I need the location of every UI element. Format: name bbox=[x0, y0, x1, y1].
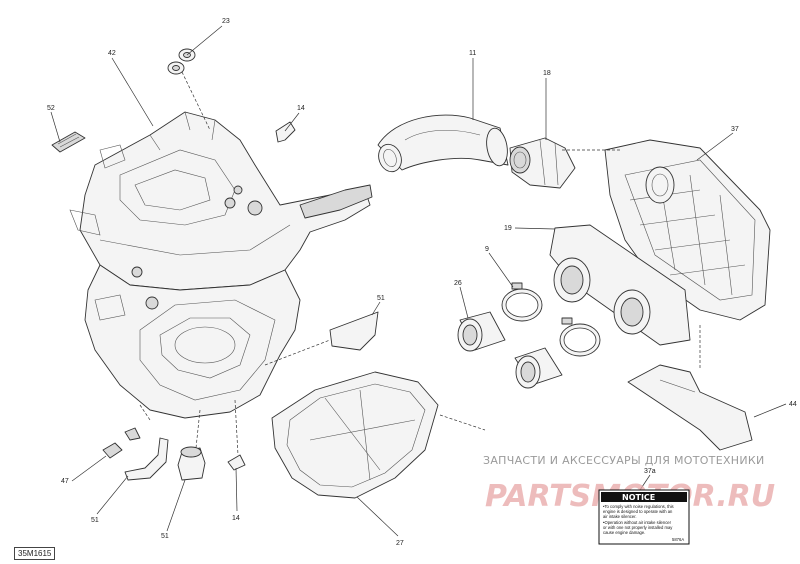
notice-line-1: •To comply with noise regulations, this bbox=[603, 504, 674, 509]
notice-line-6: cause engine damage. bbox=[603, 530, 645, 535]
hose-clamp-part-9 bbox=[501, 282, 601, 357]
callout-51-lower-mid: 51 bbox=[161, 533, 169, 540]
notice-label-part-37a: NOTICE •To comply with noise regulations… bbox=[598, 489, 690, 545]
watermark-caption: ЗАПЧАСТИ И АКСЕССУАРЫ ДЛЯ МОТОТЕХНИКИ bbox=[483, 454, 765, 467]
notice-part-number: 5876A bbox=[672, 537, 684, 542]
callout-51-lower-left: 51 bbox=[91, 517, 99, 524]
diagram-reference-code: 35M1615 bbox=[14, 547, 56, 560]
callout-42: 42 bbox=[108, 50, 116, 57]
pad-part-47 bbox=[102, 442, 123, 459]
strap-part-44 bbox=[627, 364, 753, 451]
bracket-part-14-lower bbox=[227, 454, 246, 471]
callout-14-upper: 14 bbox=[297, 105, 305, 112]
bracket-part-51-lower bbox=[124, 437, 169, 481]
callout-26: 26 bbox=[454, 280, 462, 287]
callout-37a: 37a bbox=[644, 468, 656, 475]
label-part-52 bbox=[51, 131, 86, 153]
filter-frame-part-27 bbox=[271, 371, 439, 499]
callout-18: 18 bbox=[543, 70, 551, 77]
callout-47: 47 bbox=[61, 478, 69, 485]
notice-line-2: engine is designed to operate with an bbox=[603, 509, 673, 514]
callout-37: 37 bbox=[731, 126, 739, 133]
callout-23: 23 bbox=[222, 18, 230, 25]
callout-27: 27 bbox=[396, 540, 404, 547]
callout-9: 9 bbox=[485, 246, 489, 253]
notice-title: NOTICE bbox=[622, 493, 655, 502]
callout-19: 19 bbox=[504, 225, 512, 232]
grommet-part-23 bbox=[167, 48, 196, 75]
callout-labels: 23 42 52 14 11 18 37 19 9 26 51 44 47 51… bbox=[47, 18, 797, 547]
adapter-plate-part-19 bbox=[549, 224, 691, 346]
leader-lines bbox=[50, 25, 787, 537]
bracket-part-14-upper bbox=[275, 121, 296, 143]
clip-small bbox=[124, 427, 141, 441]
notice-line-5: or with one not properly installed may bbox=[603, 525, 673, 530]
intake-housing-part-42 bbox=[69, 111, 373, 291]
coupling-part-18 bbox=[509, 137, 576, 189]
callout-14-lower: 14 bbox=[232, 515, 240, 522]
callout-51-upper: 51 bbox=[377, 295, 385, 302]
notice-line-4: •Operation without air intake silencer bbox=[603, 520, 672, 525]
bracket-part-51-upper bbox=[329, 311, 379, 351]
callout-44: 44 bbox=[789, 401, 797, 408]
notice-line-3: air intake silencer. bbox=[603, 514, 637, 519]
sleeve-part-26 bbox=[457, 311, 563, 389]
callout-52: 52 bbox=[47, 105, 55, 112]
intake-housing-lower bbox=[84, 264, 301, 419]
callout-11: 11 bbox=[469, 50, 476, 57]
silencer-cover-part-37 bbox=[604, 139, 771, 321]
intake-tube-part-11 bbox=[377, 114, 509, 173]
mount-part-51-cylinder bbox=[177, 446, 206, 481]
